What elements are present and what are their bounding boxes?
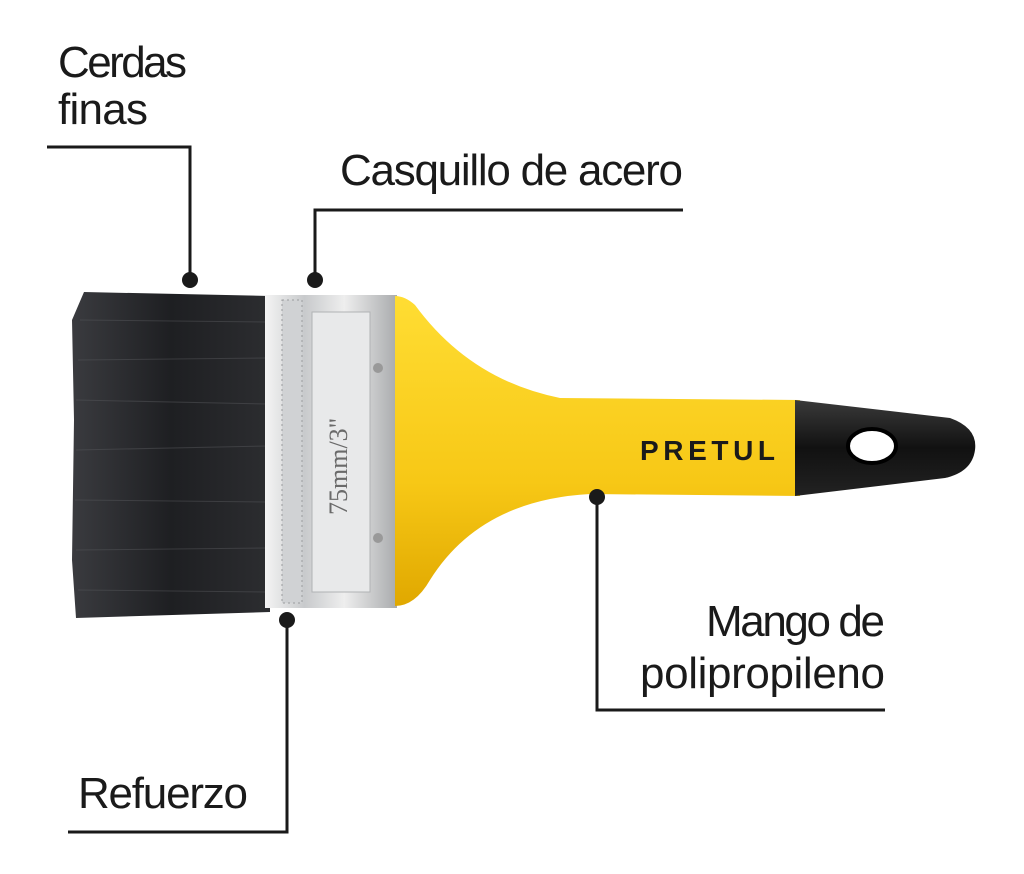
steel-ferrule: 75mm/3" <box>265 295 397 608</box>
label-reinforcement: Refuerzo <box>78 769 248 818</box>
label-bristles-line1: Cerdas <box>58 38 187 87</box>
size-marking: 75mm/3" <box>324 418 353 515</box>
polypropylene-handle: PRETUL <box>395 296 976 606</box>
label-ferrule: Casquillo de acero <box>340 146 683 195</box>
bristles <box>72 292 270 618</box>
hanging-hole <box>846 427 898 465</box>
leader-lines <box>47 145 885 834</box>
leader-dots <box>182 272 605 628</box>
label-handle-line1: Mango de <box>706 597 885 646</box>
label-bristles-line2: finas <box>58 85 148 134</box>
label-handle-line2: polipropileno <box>640 649 885 698</box>
